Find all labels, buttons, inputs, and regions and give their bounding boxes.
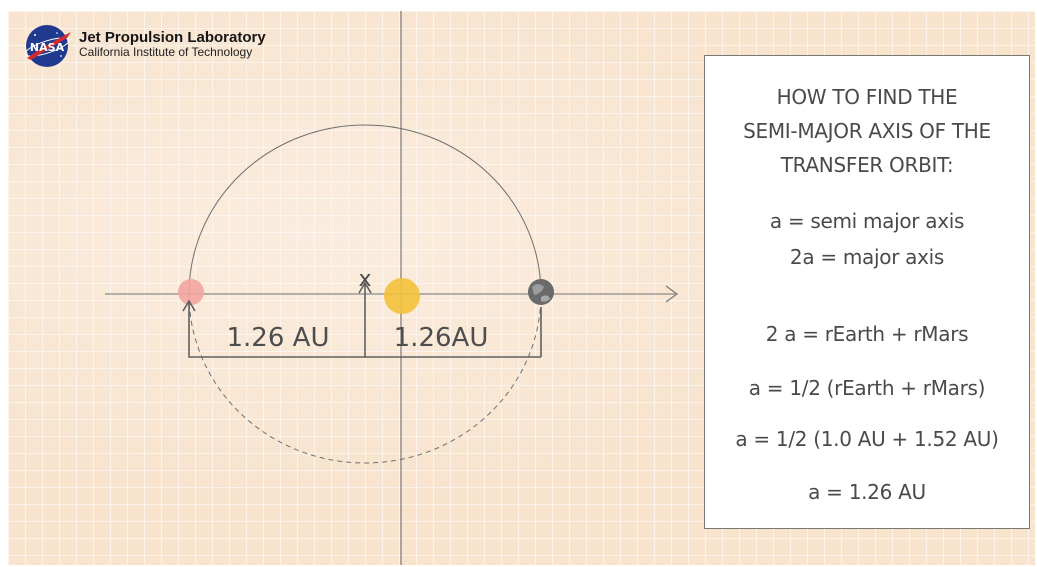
equation-3: a = 1/2 (1.0 AU + 1.52 AU) — [735, 427, 999, 451]
sun — [384, 278, 420, 314]
axis-arrowhead — [665, 285, 679, 303]
center-arrowhead — [358, 281, 372, 294]
nasa-meatball-logo: NASA — [24, 25, 71, 67]
left-distance-label: 1.26 AU — [227, 323, 330, 353]
left-arrowhead — [182, 299, 196, 312]
left-distance-bracket — [188, 284, 366, 358]
logo-subtitle: California Institute of Technology — [79, 45, 253, 59]
heading-line-3: TRANSFER ORBIT: — [780, 153, 954, 177]
logo-title: Jet Propulsion Laboratory — [79, 29, 266, 46]
earth — [528, 279, 554, 305]
heading-line-2: SEMI-MAJOR AXIS OF THE — [743, 119, 991, 143]
transfer-orbit-upper — [188, 124, 542, 295]
transfer-orbit-lower — [188, 293, 542, 464]
center-marker-label: x — [358, 267, 371, 292]
transfer-orbit-diagram: x 1.26 AU 1.26AU — [105, 11, 679, 565]
equation-result: a = 1.26 AU — [808, 480, 926, 504]
svg-text:NASA: NASA — [30, 41, 65, 54]
definition-semi-major: a = semi major axis — [769, 209, 965, 233]
jpl-logo: NASA Jet Propulsion Laboratory Californi… — [21, 24, 266, 68]
slide-canvas: x 1.26 AU 1.26AU NASA Jet Propulsion Lab… — [8, 11, 1035, 565]
equation-1: 2 a = rEarth + rMars — [765, 322, 969, 346]
equation-2: a = 1/2 (rEarth + rMars) — [748, 376, 986, 400]
right-distance-label: 1.26AU — [394, 323, 489, 353]
heading-line-1: HOW TO FIND THE — [776, 85, 958, 109]
definition-major: 2a = major axis — [789, 245, 945, 269]
panel-heading: HOW TO FIND THE SEMI-MAJOR AXIS OF THE T… — [705, 80, 1029, 182]
mars-dot — [178, 279, 204, 305]
explanation-panel: HOW TO FIND THE SEMI-MAJOR AXIS OF THE T… — [704, 55, 1030, 529]
